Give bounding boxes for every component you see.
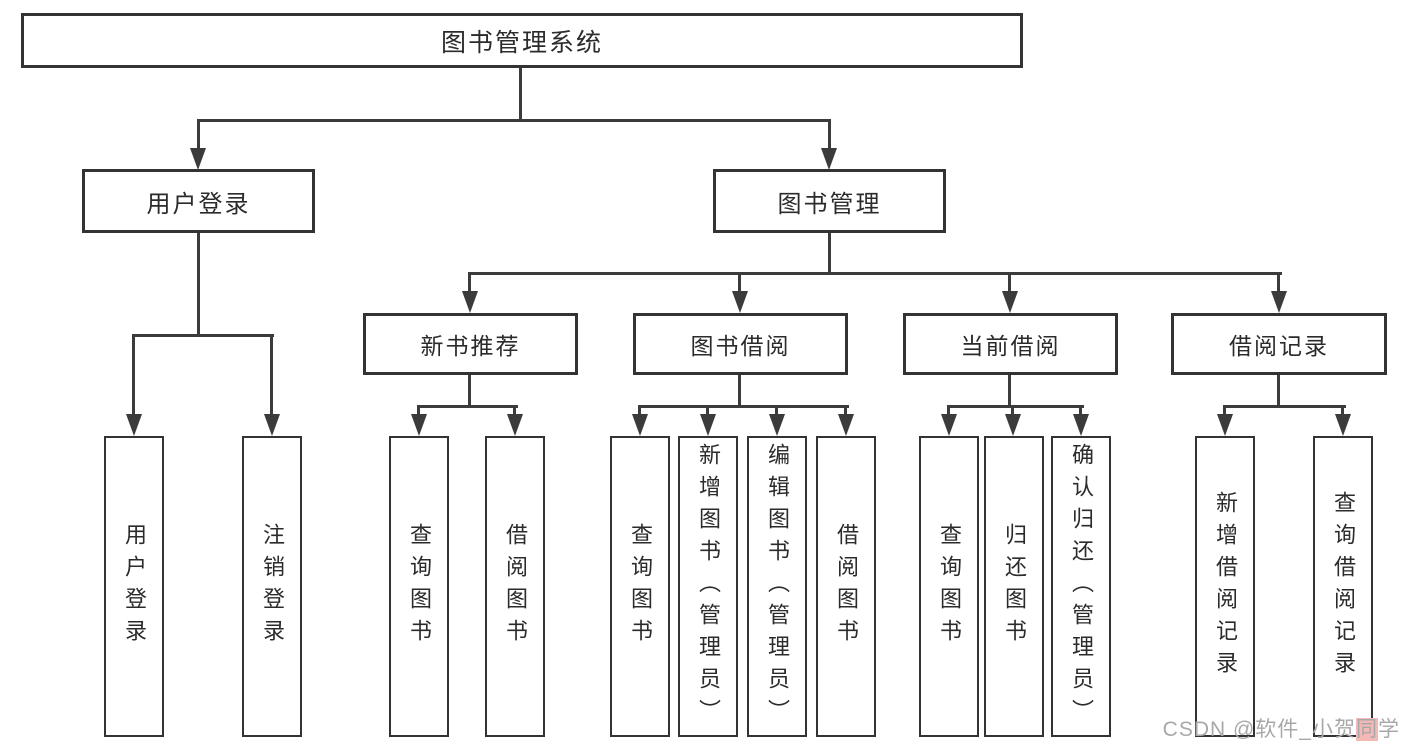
connector-l3-3-down [1277,375,1280,408]
connector-l3-2-stem [1008,272,1011,291]
arrow-into-l2-1 [821,148,837,170]
connector-mgmt-stem [828,233,831,275]
connector-leaf-1-stem [270,334,273,414]
arrow-into-leaf-10 [1073,414,1089,436]
arrow-into-leaf-3 [507,414,523,436]
watermark: CSDN @软件_小贺同学 [1163,713,1400,743]
connector-leaf-4-stem [638,405,641,414]
arrow-into-leaf-8 [941,414,957,436]
leaf-logout: 注销登录 [242,436,302,737]
arrow-into-l3-2 [1002,291,1018,313]
connector-login-stem [197,233,200,337]
connector-l3-2-down [1008,375,1011,408]
arrow-into-leaf-7 [838,414,854,436]
connector-root-bar [197,119,831,122]
leaf-borrow-book-2: 借阅图书 [816,436,876,737]
arrow-into-leaf-2 [411,414,427,436]
leaf-edit-book-admin: 编辑图书（管理员） [747,436,807,737]
leaf-query-book-2: 查询图书 [610,436,670,737]
connector-l3-0-bar [417,405,518,408]
connector-leaf-10-stem [1079,405,1082,414]
connector-l3-1-bar [638,405,849,408]
connector-l3-1-down [738,375,741,408]
arrow-into-leaf-0 [126,414,142,436]
leaf-return-book: 归还图书 [984,436,1044,737]
arrow-into-leaf-6 [769,414,785,436]
node-book-borrow: 图书借阅 [633,313,848,375]
connector-l3-2-bar [947,405,1084,408]
leaf-add-borrow-record: 新增借阅记录 [1195,436,1255,737]
connector-l3-0-stem [468,272,471,291]
connector-leaf-7-stem [844,405,847,414]
connector-l3-1-stem [738,272,741,291]
arrow-into-leaf-4 [632,414,648,436]
watermark-prefix: CSDN @软件_小贺 [1162,718,1356,741]
arrow-into-l3-1 [732,291,748,313]
connector-l3-0-down [468,375,471,408]
connector-leaf-2-stem [417,405,420,414]
arrow-into-l3-0 [462,291,478,313]
connector-leaf-6-stem [775,405,778,414]
leaf-query-book-1: 查询图书 [389,436,449,737]
watermark-suffix: 学 [1378,718,1400,741]
connector-root-stem [519,68,522,121]
leaf-query-book-3: 查询图书 [919,436,979,737]
connector-leaf-11-stem [1223,405,1226,414]
node-current-borrow: 当前借阅 [903,313,1118,375]
connector-leaf-9-stem [1011,405,1014,414]
leaf-add-book-admin: 新增图书（管理员） [678,436,738,737]
connector-leaf-0-stem [132,334,135,414]
leaf-borrow-book-1: 借阅图书 [485,436,545,737]
node-borrow-records: 借阅记录 [1171,313,1387,375]
connector-leaf-8-stem [947,405,950,414]
connector-login-bar [132,334,274,337]
arrow-into-l2-0 [190,148,206,170]
node-new-book-recommend: 新书推荐 [363,313,578,375]
arrow-into-leaf-11 [1217,414,1233,436]
arrow-into-leaf-1 [264,414,280,436]
connector-l2-1-stem [828,119,831,148]
node-root: 图书管理系统 [21,13,1023,68]
arrow-into-leaf-5 [700,414,716,436]
leaf-confirm-return-admin: 确认归还（管理员） [1051,436,1111,737]
connector-l2-0-stem [197,119,200,148]
watermark-highlight: 同 [1356,718,1378,741]
connector-mgmt-bar [469,272,1282,275]
connector-leaf-12-stem [1341,405,1344,414]
arrow-into-l3-3 [1271,291,1287,313]
node-book-management-group: 图书管理 [713,169,946,233]
arrow-into-leaf-9 [1005,414,1021,436]
connector-leaf-5-stem [706,405,709,414]
connector-l3-3-stem [1277,272,1280,291]
connector-l3-3-bar [1223,405,1346,408]
leaf-user-login: 用户登录 [104,436,164,737]
arrow-into-leaf-12 [1335,414,1351,436]
node-user-login-group: 用户登录 [82,169,315,233]
connector-leaf-3-stem [513,405,516,414]
leaf-query-borrow-record: 查询借阅记录 [1313,436,1373,737]
